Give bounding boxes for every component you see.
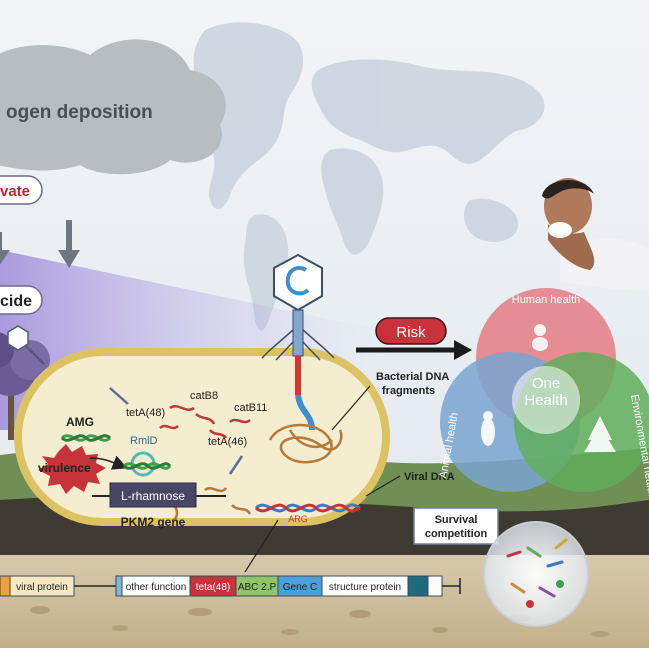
- rmid-label: RmlD: [130, 435, 158, 447]
- genome-segment-teta48: teta(48): [196, 582, 230, 593]
- tree-icon: [0, 332, 50, 440]
- arg-fragments: [159, 405, 251, 439]
- rhamnose-label: L-rhamnose: [121, 489, 185, 503]
- gene-label-tetA48: tetA(48): [126, 407, 165, 419]
- genome-segment-abc2p: ABC 2.P: [238, 582, 277, 593]
- viral-dna-label: Viral DNA: [404, 471, 455, 483]
- survival-label-1: Survival: [435, 514, 478, 526]
- genome-segment-structure-protein: structure protein: [329, 582, 401, 593]
- risk-pill: [375, 317, 447, 345]
- cide-pill: [0, 285, 43, 315]
- one-health-line-1: One: [532, 375, 560, 392]
- small-phage-icon: [7, 325, 45, 365]
- coughing-person-icon: [542, 178, 649, 291]
- activate-pill-label: vate: [0, 183, 30, 200]
- cide-pill-label: cide: [0, 293, 32, 310]
- amg-label: AMG: [66, 415, 94, 429]
- genome-segment-other-function: other function: [126, 582, 187, 593]
- activate-pill: [0, 175, 43, 205]
- syringe-icon: [109, 387, 244, 475]
- gene-label-catB11: catB11: [234, 402, 267, 414]
- arg-label: ARG: [288, 514, 308, 524]
- one-health-line-2: Health: [524, 392, 567, 409]
- survival-label-2: competition: [425, 528, 488, 540]
- bacterial-cell: [14, 348, 390, 526]
- pine-tree-icon: [584, 416, 616, 452]
- genome-segment-gene-c: Gene C: [283, 582, 317, 593]
- cloud-label: ogen deposition: [6, 102, 153, 123]
- risk-label: Risk: [396, 324, 426, 341]
- virulence-label: virulence: [38, 461, 91, 475]
- bacterial-dna-label-1: Bacterial DNA: [376, 371, 449, 383]
- virulence-arrow: [89, 455, 128, 470]
- rmid-helix-icon: [122, 462, 172, 470]
- rhamnose-box: [109, 482, 197, 508]
- bacterial-dna-coil: [169, 423, 343, 521]
- risk-arrow-head: [454, 340, 472, 360]
- callout-lines: [244, 385, 401, 573]
- genome-segment-viral-protein: viral protein: [16, 582, 68, 593]
- down-arrow-icon: [0, 220, 80, 268]
- penguin-icon: [481, 411, 495, 446]
- gene-label-tetA46: tetA(46): [208, 436, 247, 448]
- one-health-venn: Human health Animal health Environmental…: [437, 288, 649, 497]
- gene-label-catB8: catB8: [190, 390, 218, 402]
- microbe-icons: [506, 538, 568, 608]
- amg-helix-icon: [60, 434, 112, 442]
- survival-box: [413, 507, 499, 545]
- pkm2-label: PKM2 gene: [121, 515, 186, 529]
- microbe-lens: [483, 521, 589, 627]
- deposition-cloud: [0, 39, 226, 175]
- baby-icon: [532, 324, 548, 351]
- genome-bar: [0, 575, 443, 597]
- arg-helix-icon: [254, 503, 361, 513]
- virulence-burst: [38, 444, 106, 494]
- human-health-label: Human health: [512, 294, 581, 306]
- bacterial-dna-label-2: fragments: [382, 385, 435, 397]
- world-map: [193, 22, 545, 331]
